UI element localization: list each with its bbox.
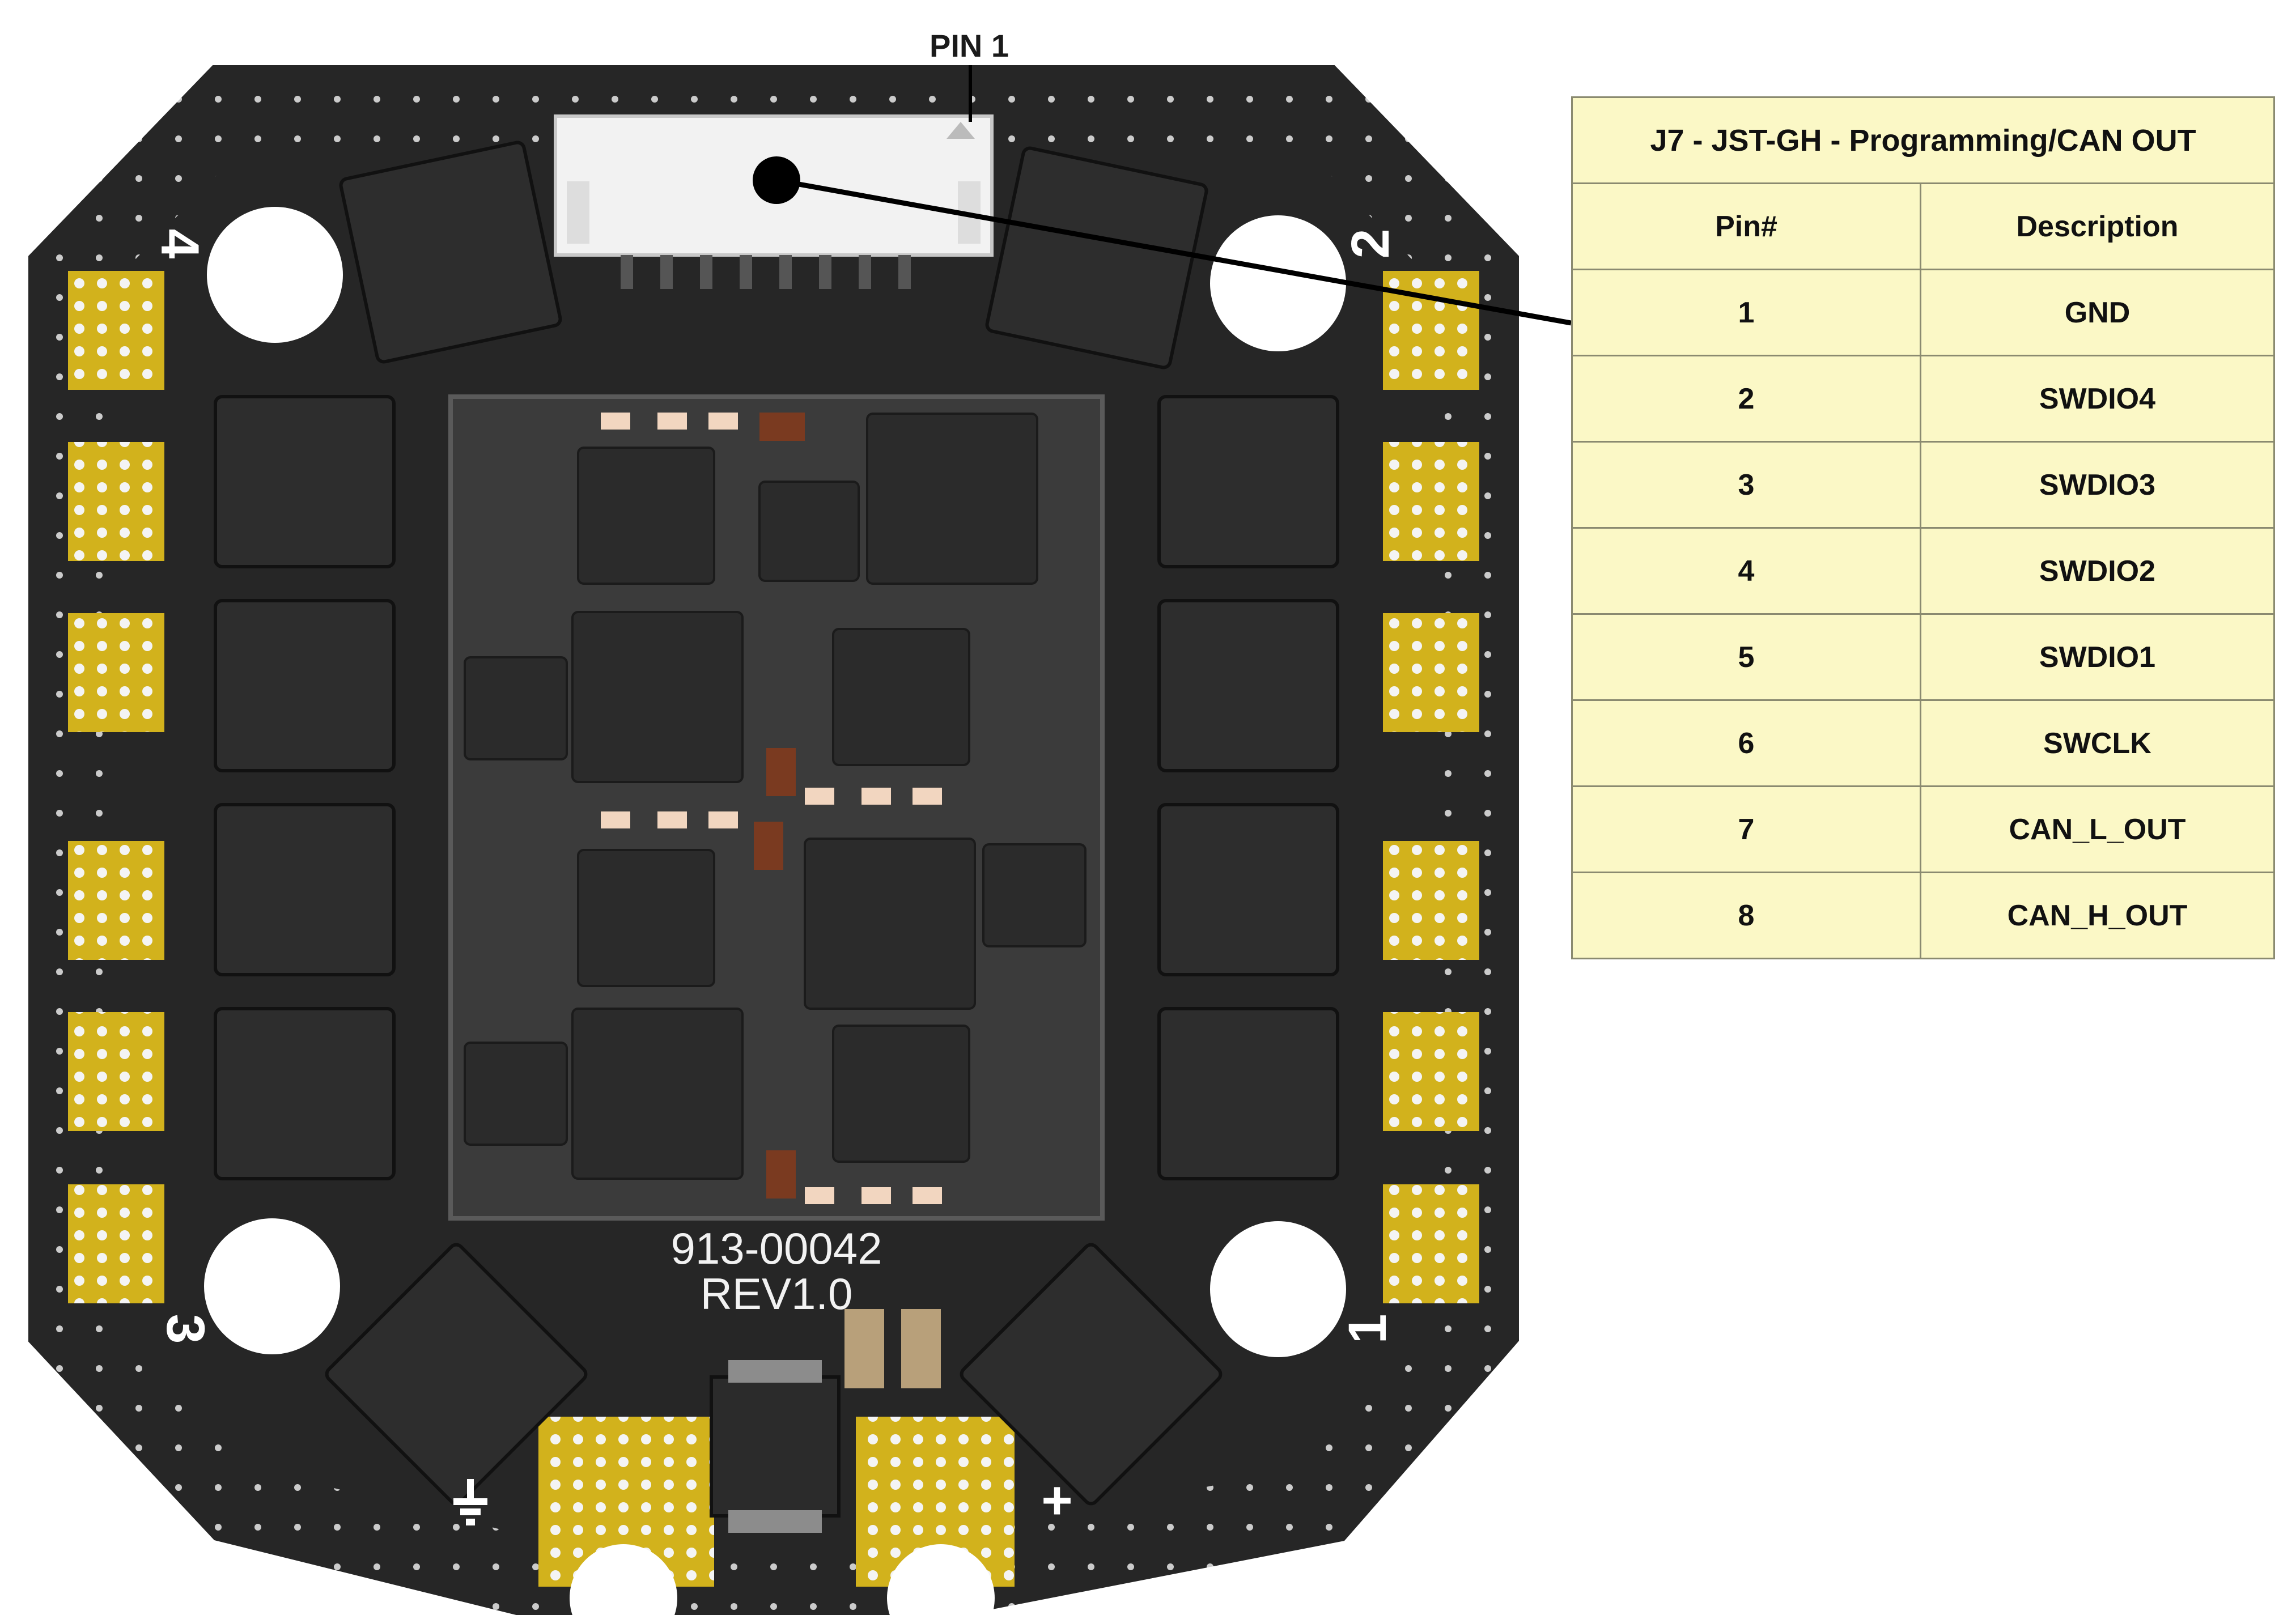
power-plus-symbol: +	[1041, 1470, 1072, 1531]
motor-pads-right	[1383, 271, 1479, 1303]
table-row: 8 CAN_H_OUT	[1571, 872, 2275, 959]
pin-description: SWDIO4	[1920, 355, 2275, 443]
board-part-number: 913-00042	[670, 1223, 882, 1273]
pin-number: 1	[1571, 269, 1921, 356]
pin-description: CAN_H_OUT	[1920, 872, 2275, 959]
header-pin: Pin#	[1571, 182, 1921, 270]
power-components	[710, 1309, 941, 1533]
pin-description: SWDIO1	[1920, 613, 2275, 701]
pin-description: GND	[1920, 269, 2275, 356]
mosfets-left	[214, 395, 396, 1180]
corner-label-4: 4	[150, 229, 210, 259]
pin-description: SWDIO3	[1920, 441, 2275, 529]
board-revision: REV1.0	[701, 1269, 853, 1319]
mosfets-right	[1157, 395, 1339, 1180]
table-row: 3 SWDIO3	[1571, 441, 2275, 529]
pin-number: 3	[1571, 441, 1921, 529]
corner-label-1: 1	[1338, 1314, 1398, 1344]
pin-number: 4	[1571, 527, 1921, 615]
pin-number: 5	[1571, 613, 1921, 701]
pin-number: 7	[1571, 785, 1921, 873]
corner-label-2: 2	[1340, 229, 1400, 259]
mounting-holes	[204, 207, 1346, 1357]
table-row: 7 CAN_L_OUT	[1571, 785, 2275, 873]
table-row: 6 SWCLK	[1571, 699, 2275, 787]
table-row: 2 SWDIO4	[1571, 355, 2275, 443]
table-title: J7 - JST-GH - Programming/CAN OUT	[1571, 96, 2275, 184]
header-description: Description	[1920, 182, 2275, 270]
controller-module	[448, 394, 1105, 1221]
table-title-row: J7 - JST-GH - Programming/CAN OUT	[1571, 96, 2275, 184]
callout-leader-line	[776, 177, 1572, 326]
table-row: 5 SWDIO1	[1571, 613, 2275, 701]
power-pads	[538, 1417, 1015, 1615]
corner-chips	[325, 141, 1223, 1506]
pin-description: CAN_L_OUT	[1920, 785, 2275, 873]
table-row: 1 GND	[1571, 269, 2275, 356]
pin-number: 8	[1571, 872, 1921, 959]
pin-description: SWCLK	[1920, 699, 2275, 787]
table-row: 4 SWDIO2	[1571, 527, 2275, 615]
pin-number: 6	[1571, 699, 1921, 787]
pin1-label: PIN 1	[929, 28, 1009, 63]
table-header-row: Pin# Description	[1571, 182, 2275, 270]
pinout-table: J7 - JST-GH - Programming/CAN OUT Pin# D…	[1571, 96, 2275, 959]
pin-description: SWDIO2	[1920, 527, 2275, 615]
ground-symbol-icon	[453, 1479, 487, 1525]
motor-pads-left	[68, 271, 164, 1303]
pin-number: 2	[1571, 355, 1921, 443]
corner-label-3: 3	[155, 1314, 215, 1344]
